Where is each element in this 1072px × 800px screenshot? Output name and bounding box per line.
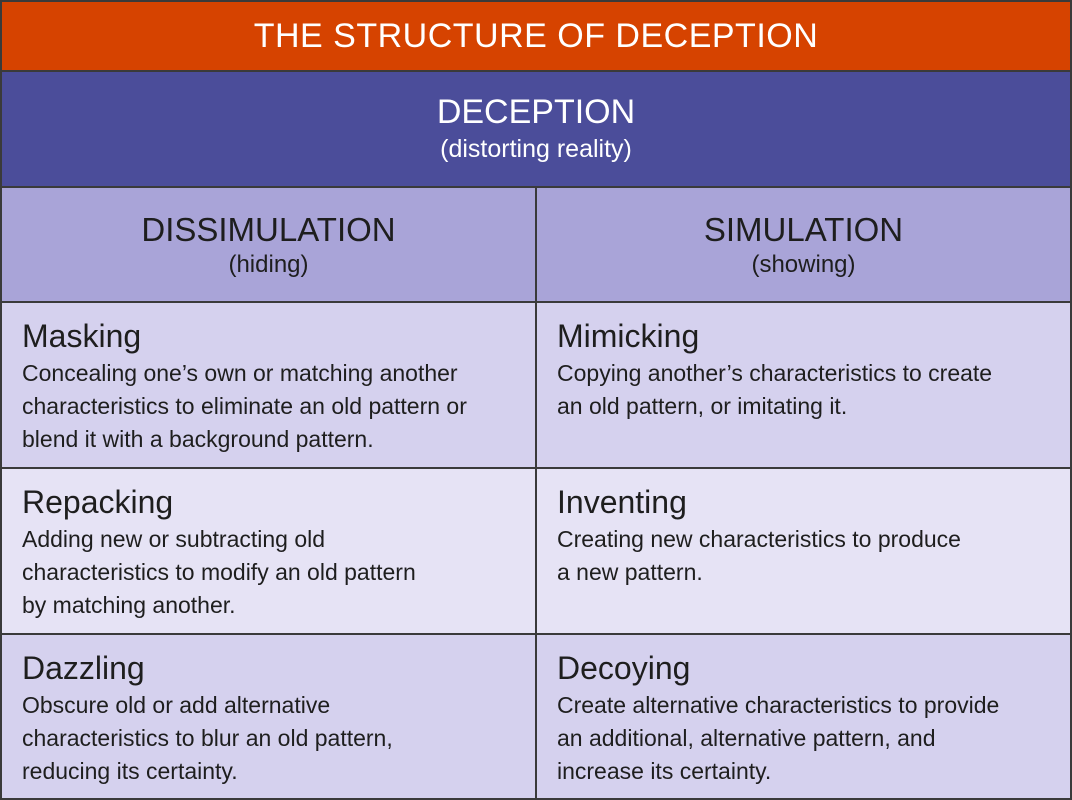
description-line: Create alternative characteristics to pr…	[557, 692, 1000, 718]
diagram-title: THE STRUCTURE OF DECEPTION	[253, 16, 819, 55]
description-line: Obscure old or add alternative	[22, 692, 331, 718]
simulation-subheading: (showing)	[751, 250, 856, 278]
description-line: blend it with a background pattern.	[22, 426, 374, 452]
description-line: Creating new characteristics to produce	[557, 526, 961, 552]
dazzling-cell: Dazzling Obscure old or add alternative …	[2, 635, 537, 798]
masking-title: Masking	[22, 318, 142, 354]
description-line: by matching another.	[22, 592, 236, 618]
deception-heading: DECEPTION	[436, 93, 636, 131]
decoying-cell: Decoying Create alternative characterist…	[537, 635, 1070, 798]
category-row-masking: Masking Concealing one’s own or matching…	[2, 303, 1070, 469]
description-line: Concealing one’s own or matching another	[22, 360, 458, 386]
repacking-title: Repacking	[22, 484, 174, 520]
dissimulation-subheading: (hiding)	[228, 250, 309, 278]
column-header-row: DISSIMULATION (hiding) SIMULATION (showi…	[2, 188, 1070, 303]
description-line: increase its certainty.	[557, 758, 772, 784]
repacking-cell: Repacking Adding new or subtracting old …	[2, 469, 537, 633]
repacking-description: Adding new or subtracting old characteri…	[22, 523, 523, 622]
mimicking-description: Copying another’s characteristics to cre…	[557, 357, 1058, 423]
description-line: Copying another’s characteristics to cre…	[557, 360, 993, 386]
description-line: reducing its certainty.	[22, 758, 238, 784]
inventing-cell: Inventing Creating new characteristics t…	[537, 469, 1070, 633]
deception-subheading: (distorting reality)	[440, 135, 632, 163]
description-line: Adding new or subtracting old	[22, 526, 326, 552]
description-line: a new pattern.	[557, 559, 703, 585]
dazzling-description: Obscure old or add alternative character…	[22, 689, 523, 788]
category-row-repacking: Repacking Adding new or subtracting old …	[2, 469, 1070, 635]
masking-cell: Masking Concealing one’s own or matching…	[2, 303, 537, 467]
description-line: an additional, alternative pattern, and	[557, 725, 936, 751]
masking-description: Concealing one’s own or matching another…	[22, 357, 523, 456]
dissimulation-heading: DISSIMULATION	[141, 210, 396, 248]
category-row-dazzling: Dazzling Obscure old or add alternative …	[2, 635, 1070, 798]
description-line: an old pattern, or imitating it.	[557, 393, 848, 419]
mimicking-title: Mimicking	[557, 318, 700, 354]
dissimulation-header: DISSIMULATION (hiding)	[2, 188, 537, 301]
description-line: characteristics to modify an old pattern	[22, 559, 416, 585]
simulation-heading: SIMULATION	[703, 210, 904, 248]
dazzling-title: Dazzling	[22, 650, 145, 686]
inventing-description: Creating new characteristics to produce …	[557, 523, 1058, 589]
simulation-header: SIMULATION (showing)	[537, 188, 1070, 301]
decoying-description: Create alternative characteristics to pr…	[557, 689, 1058, 788]
mimicking-cell: Mimicking Copying another’s characterist…	[537, 303, 1070, 467]
inventing-title: Inventing	[557, 484, 687, 520]
deception-header: DECEPTION (distorting reality)	[2, 72, 1070, 188]
description-line: characteristics to blur an old pattern,	[22, 725, 393, 751]
decoying-title: Decoying	[557, 650, 691, 686]
description-line: characteristics to eliminate an old patt…	[22, 393, 467, 419]
title-banner: THE STRUCTURE OF DECEPTION	[2, 2, 1070, 72]
